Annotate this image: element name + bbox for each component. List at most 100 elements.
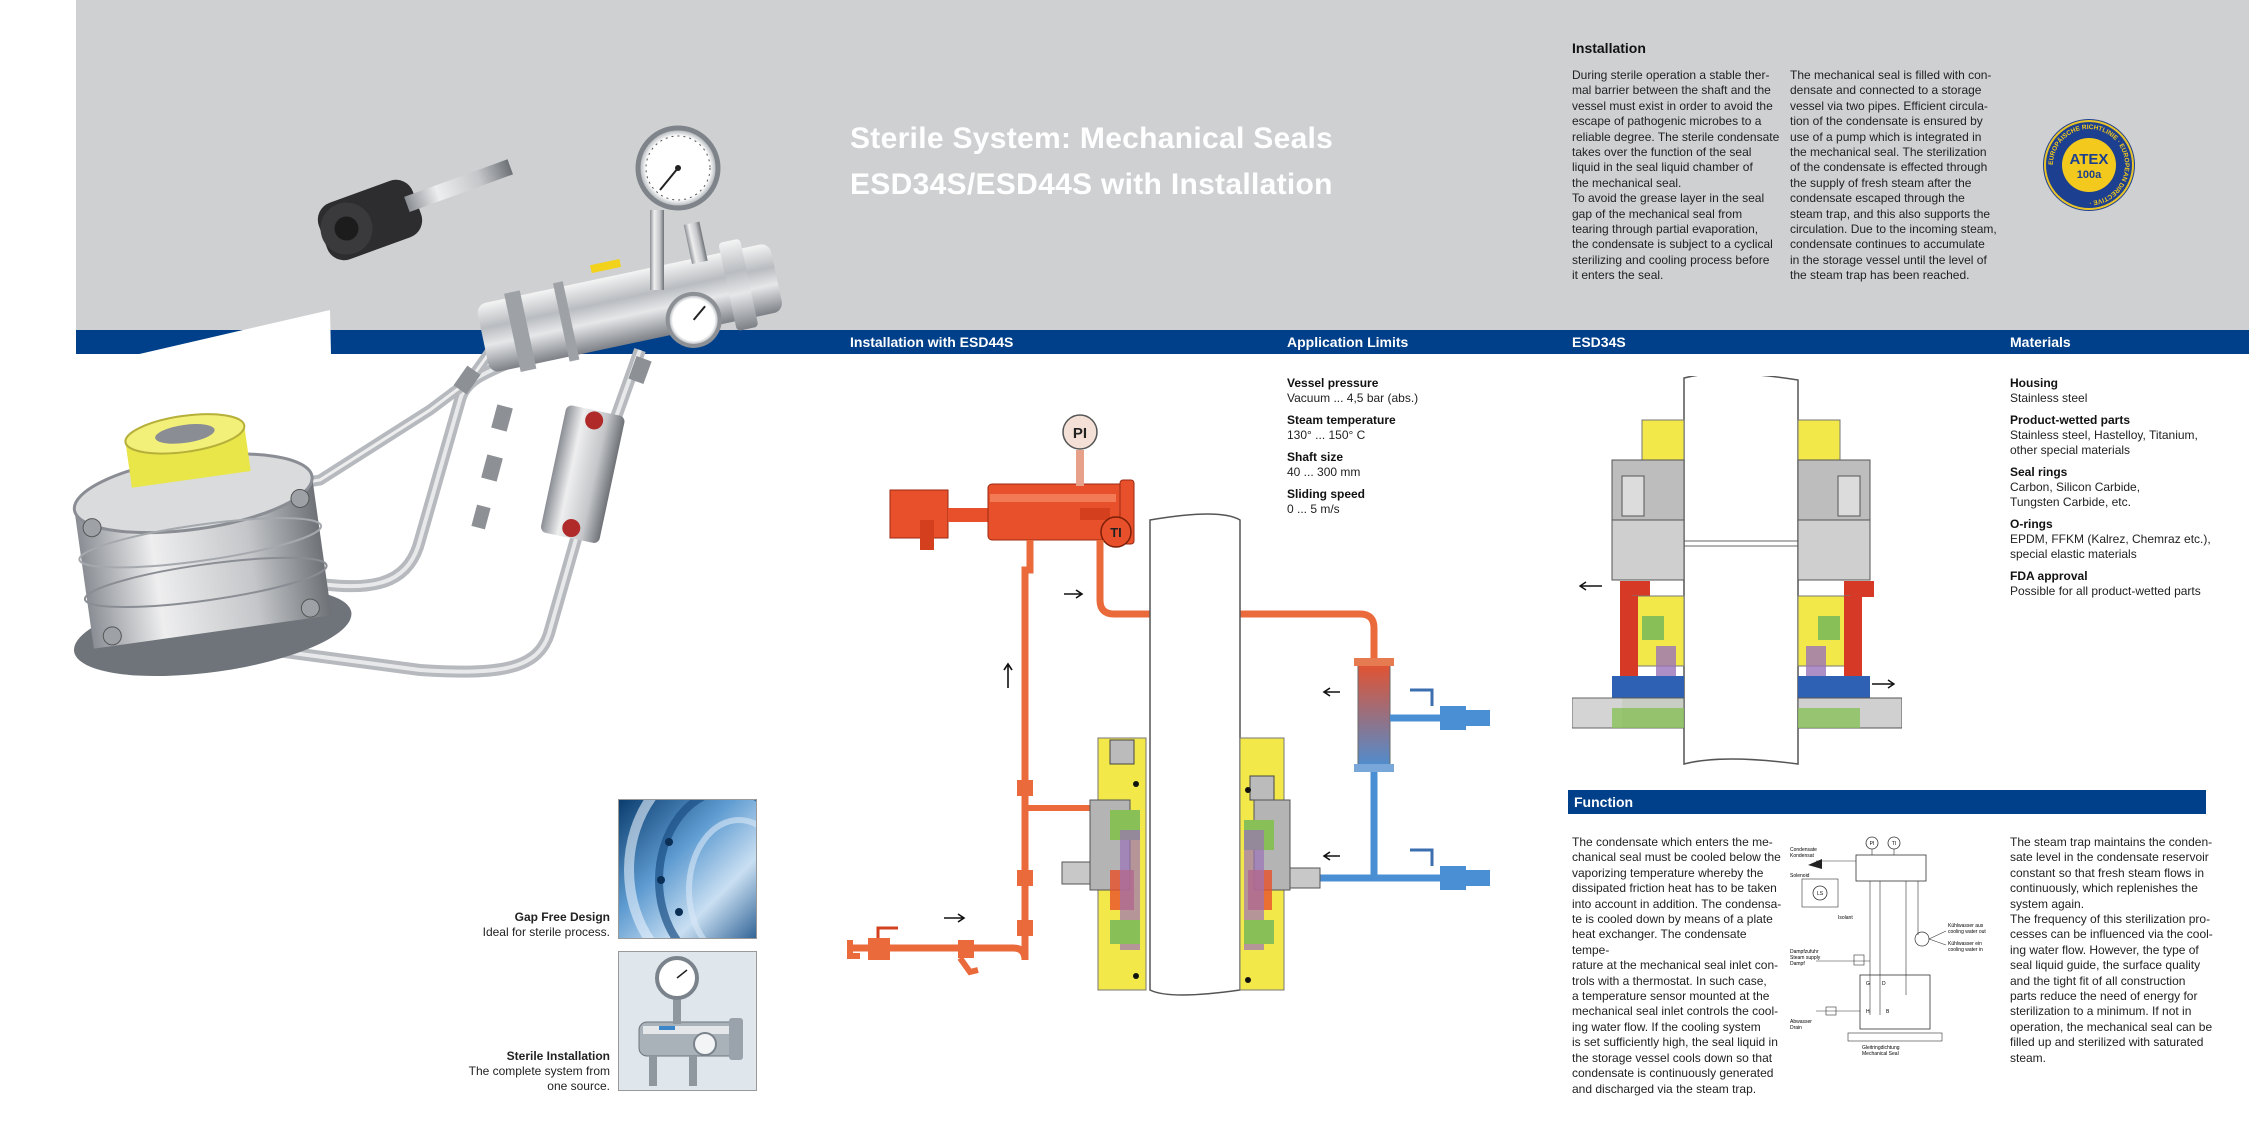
- text-line: sate level in the condensate reservoir: [2010, 850, 2209, 865]
- material-label: Product-wetted parts: [2010, 413, 2131, 427]
- text-line: sterilization to a minimum. If not in: [2010, 1004, 2192, 1019]
- text-line: To avoid the grease layer in the seal: [1572, 191, 1765, 206]
- schematic-isolant: Isolant: [1838, 915, 1853, 921]
- title-line-1: Sterile System: Mechanical Seals: [850, 122, 1334, 155]
- text-line: a temperature sensor mounted at the: [1572, 989, 1770, 1004]
- caption-text: Ideal for sterile process.: [482, 925, 610, 939]
- header-band: [76, 0, 2249, 330]
- atex-sub: 100a: [2077, 169, 2102, 181]
- material-line: EPDM, FFKM (Kalrez, Chemraz etc.),: [2010, 532, 2211, 546]
- text-line: of the condensate is effected through: [1790, 160, 1988, 175]
- text-line: the condensate is subject to a cyclical: [1572, 237, 1773, 252]
- text-line: is set sufficiently high, the seal liqui…: [1572, 1035, 1778, 1050]
- schematic-ls: LS: [1817, 891, 1824, 897]
- material-line: special elastic materials: [2010, 547, 2137, 561]
- caption-sterile-installation: Sterile Installation The complete system…: [420, 1049, 610, 1094]
- spec-value: 130° ... 150° C: [1287, 428, 1366, 442]
- function-schematic: PI TI Condensate Kondensat Solenoid LS I…: [1786, 835, 1996, 1060]
- material-label: Seal rings: [2010, 465, 2068, 479]
- heading-esd34s: ESD34S: [1572, 334, 1626, 350]
- text-line: steam.: [2010, 1050, 2047, 1065]
- text-line: ing water flow. If the cooling system: [1572, 1019, 1761, 1034]
- caption-gap-free-design: Gap Free Design Ideal for sterile proces…: [420, 910, 610, 940]
- text-line: During sterile operation a stable ther-: [1572, 68, 1770, 82]
- schematic-ti: TI: [1892, 841, 1896, 847]
- spec-label: Sliding speed: [1287, 487, 1366, 501]
- function-text-col3: The steam trap maintains the conden-sate…: [2010, 835, 2230, 1066]
- text-line: The steam trap maintains the conden-: [2010, 835, 2213, 849]
- schematic-abwasser: Abwasser: [1790, 1019, 1812, 1025]
- material-label: O-rings: [2010, 517, 2053, 531]
- text-line: filled up and sterilized with saturated: [2010, 1035, 2204, 1050]
- heading-function: Function: [1574, 794, 1634, 810]
- schematic-drain: Drain: [1790, 1025, 1802, 1031]
- text-line: the supply of fresh steam after the: [1790, 175, 1972, 190]
- svg-text:H: H: [1866, 1009, 1870, 1015]
- text-line: in the storage vessel until the level of: [1790, 252, 1987, 267]
- text-line: steam trap, and this also supports the: [1790, 206, 1991, 221]
- material-label: Housing: [2010, 376, 2058, 390]
- photo-sterile-installation: [618, 951, 757, 1091]
- schematic-cooling-water-out: cooling water out: [1948, 929, 1986, 935]
- caption-title: Sterile Installation: [506, 1049, 610, 1063]
- text-line: reliable degree. The sterile condensate: [1572, 129, 1780, 144]
- text-line: and discharged via the steam trap.: [1572, 1081, 1757, 1096]
- text-line: takes over the function of the seal: [1572, 145, 1752, 160]
- installation-text-col1: During sterile operation a stable ther-m…: [1572, 68, 1782, 284]
- text-line: condensate continues to accumulate: [1790, 237, 1985, 252]
- text-line: the storage vessel cools down so that: [1572, 1050, 1773, 1065]
- material-value: EPDM, FFKM (Kalrez, Chemraz etc.),specia…: [2010, 532, 2240, 562]
- schematic-pi: PI: [1870, 841, 1875, 847]
- material-label: FDA approval: [2010, 569, 2088, 583]
- schematic-steam-supply: Steam supply: [1790, 955, 1821, 961]
- material-line: Possible for all product-wetted parts: [2010, 584, 2201, 598]
- text-line: cesses can be influenced via the cool-: [2010, 927, 2213, 942]
- svg-text:D: D: [1882, 981, 1886, 987]
- text-line: The mechanical seal is filled with con-: [1790, 68, 1992, 82]
- diagram-ti-label: TI: [1110, 525, 1122, 540]
- function-text-col1: The condensate which enters the me-chani…: [1572, 835, 1782, 1097]
- photo-gap-free-design: [618, 799, 757, 939]
- text-line: tion of the condensate is ensured by: [1790, 114, 1983, 129]
- caption-text: one source.: [547, 1079, 610, 1093]
- text-line: mal barrier between the shaft and the: [1572, 83, 1771, 98]
- text-line: and the tight fit of all construction: [2010, 973, 2186, 988]
- installation-diagram: PI TI: [820, 400, 1520, 1000]
- schematic-dampfzufuhr: Dampfzufuhr: [1790, 949, 1819, 955]
- text-line: trols with a thermostat. In such case,: [1572, 973, 1767, 988]
- text-line: densate and connected to a storage: [1790, 83, 1982, 98]
- text-line: gap of the mechanical seal from: [1572, 206, 1743, 221]
- heading-materials: Materials: [2010, 334, 2071, 350]
- material-line: Stainless steel: [2010, 391, 2088, 405]
- text-line: condensate is continuously generated: [1572, 1066, 1774, 1081]
- schematic-kuehlwasser-ein: Kühlwasser ein: [1948, 941, 1982, 947]
- spec-label: Steam temperature: [1287, 413, 1396, 427]
- text-line: continuously, which replenishes the: [2010, 881, 2198, 896]
- section-bar: [76, 330, 2249, 354]
- product-photo: [0, 110, 800, 770]
- material-value: Stainless steel, Hastelloy, Titanium,oth…: [2010, 428, 2240, 458]
- schematic-mechanical-seal: Mechanical Seal: [1862, 1051, 1899, 1057]
- text-line: dissipated friction heat has to be taken: [1572, 881, 1777, 896]
- atex-badge: EUROPÄISCHE RICHTLINIE · EUROPEAN DIRECT…: [2040, 116, 2138, 214]
- spec-label: Vessel pressure: [1287, 376, 1379, 390]
- spec-label: Shaft size: [1287, 450, 1344, 464]
- installation-heading: Installation: [1572, 40, 1646, 56]
- material-line: Carbon, Silicon Carbide,: [2010, 480, 2141, 494]
- spec-value: 0 ... 5 m/s: [1287, 502, 1340, 516]
- heading-installation-esd44s: Installation with ESD44S: [850, 334, 1014, 350]
- text-line: vaporizing temperature whereby the: [1572, 865, 1764, 880]
- installation-text-col2: The mechanical seal is filled with con-d…: [1790, 68, 2000, 284]
- schematic-dampf: Dampf: [1790, 961, 1805, 967]
- text-line: The frequency of this sterilization pro-: [2010, 912, 2211, 927]
- svg-text:B: B: [1886, 1009, 1890, 1015]
- page-title: Sterile System: Mechanical Seals ESD34S/…: [850, 116, 1470, 208]
- text-line: vessel via two pipes. Efficient circula-: [1790, 98, 1988, 113]
- schematic-cooling-water-in: cooling water in: [1948, 947, 1983, 953]
- text-line: it enters the seal.: [1572, 268, 1664, 283]
- text-line: seal liquid guide, the surface quality: [2010, 958, 2201, 973]
- text-line: mechanical seal inlet controls the cool-: [1572, 1004, 1779, 1019]
- text-line: condensate escaped through the: [1790, 191, 1965, 206]
